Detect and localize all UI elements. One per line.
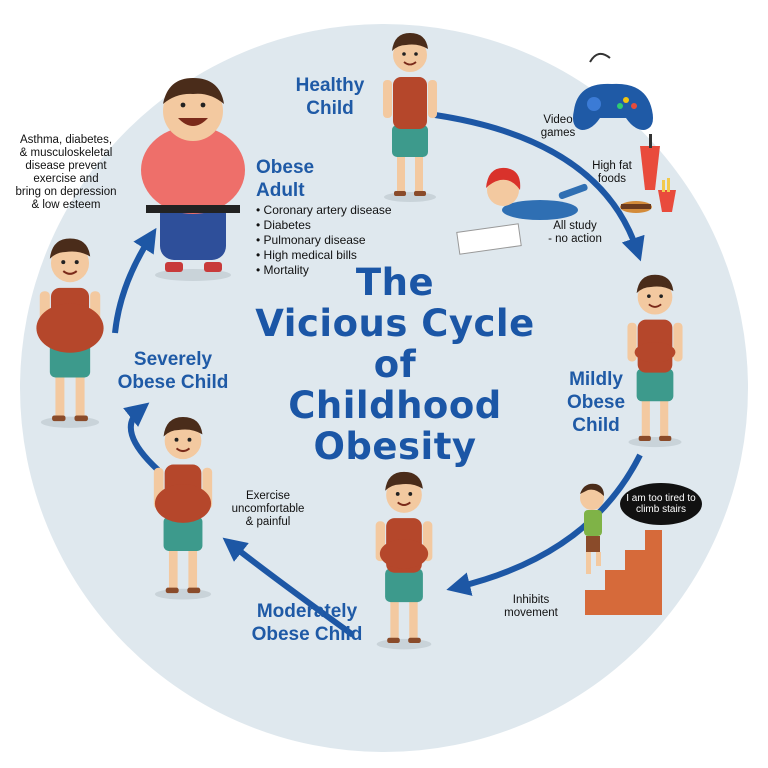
title-line-2: Vicious Cycle [255, 302, 535, 345]
obese-adult-risk-list: Coronary artery disease Diabetes Pulmona… [256, 203, 392, 278]
note-video-games: Video games [540, 114, 576, 139]
stage-label-severely-obese-child: Severely Obese Child [117, 349, 229, 393]
arrow-mildly-to-moderately [446, 453, 643, 596]
stair-climbing-child [580, 483, 604, 574]
risk-item: Diabetes [256, 218, 392, 233]
figure-severely-obese-child-left [36, 237, 104, 429]
video-game-controller-illustration [573, 52, 653, 130]
title-line-4: Childhood [288, 384, 502, 427]
figure-severely-obese-child-mid [152, 416, 214, 601]
stage-label-mildly-obese-child: Mildly Obese Child [566, 369, 626, 436]
title-line-5: Obesity [313, 425, 477, 468]
risk-item: Pulmonary disease [256, 233, 392, 248]
high-fat-foods-illustration [620, 134, 676, 213]
stairs-illustration [580, 483, 662, 615]
speech-bubble-tired: I am too tired to climb stairs [620, 483, 702, 525]
figure-moderately-obese-child [374, 470, 434, 651]
girl-studying-illustration [456, 167, 588, 255]
arrow-healthy-to-mildly [434, 112, 645, 262]
title-line-3: of [373, 343, 417, 386]
risk-item: Coronary artery disease [256, 203, 392, 218]
figure-obese-adult [141, 78, 245, 281]
note-high-fat-foods: High fat foods [592, 160, 632, 185]
note-inhibits-movement: Inhibits movement [504, 594, 558, 619]
diagram-title: The Vicious Cycle of Childhood Obesity [215, 262, 575, 467]
note-exercise-uncomfortable: Exercise uncomfortable & painful [231, 490, 305, 528]
arrow-severely-to-obese-adult [123, 402, 161, 473]
risk-item: High medical bills [256, 248, 392, 263]
figure-mildly-obese-child [626, 273, 684, 449]
note-asthma-diabetes: Asthma, diabetes, & musculoskeletal dise… [15, 134, 117, 211]
arrow-severely-to-adult-up [112, 227, 157, 334]
stage-label-healthy-child: Healthy Child [295, 75, 365, 119]
arrow-moderately-to-severely [222, 537, 355, 638]
note-all-study: All study - no action [548, 220, 602, 245]
risk-item: Mortality [256, 263, 392, 278]
stage-label-moderately-obese-child: Moderately Obese Child [251, 601, 363, 645]
stage-label-obese-adult: Obese Adult [256, 157, 315, 201]
